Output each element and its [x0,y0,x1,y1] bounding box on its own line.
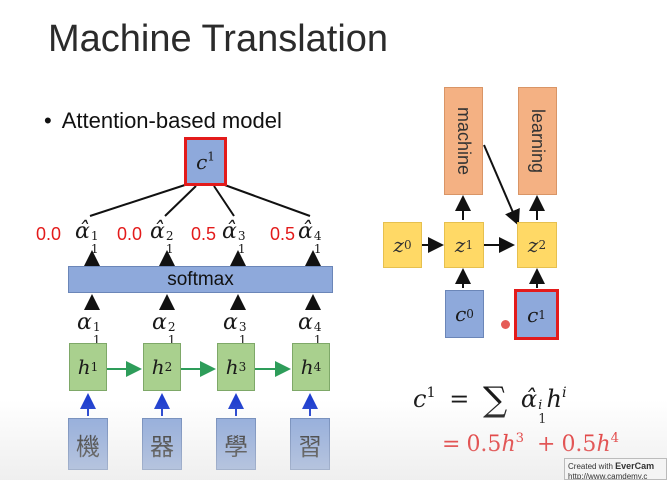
eq-c-sup: 1 [426,384,436,401]
eq-coef1: 0.5 [466,432,502,457]
eq-pow2: 4 [610,430,619,446]
input-char-3: 學 [216,418,256,470]
ahat-weight-2: 0.0 [117,224,143,244]
context-c1-top: c1 [184,137,227,186]
eq-coef2: 0.5 [561,432,597,457]
input-char-1: 機 [68,418,108,470]
c1-top-label: c1 [196,149,215,174]
attn-line-1 [89,183,189,217]
watermark-url: http://www.camdemy.c [568,472,648,480]
eq-alpha-sup: i [538,397,543,413]
watermark-brand: EverCam [615,461,655,471]
alpha-3-sup: 3 [238,319,247,334]
evercam-watermark: Created with EverCam http://www.camdemy.… [564,458,667,480]
bullet-dot-icon: • [44,108,52,133]
alpha-hat-4-sup: 4 [313,228,322,243]
alpha-hat-2-sup: 2 [165,228,174,243]
alpha-hat-1-sup: 1 [90,228,99,243]
bullet-text: Attention-based model [61,108,282,133]
slide-title: Machine Translation [48,18,389,60]
input-char-4: 習 [290,418,330,470]
alpha-hat-3-sup: 3 [237,228,246,243]
eq-pow1: 3 [515,430,524,446]
eq-alpha-sub: 1 [538,411,547,427]
equation-result: =0.5h3 +0.5h4 [442,430,619,457]
input-char-2: 器 [142,418,182,470]
output-learning: learning [518,87,557,195]
sum-icon: ∑ [483,380,508,420]
eq-h-sup: i [562,384,567,401]
ahat-weight-4: 0.5 [270,224,296,244]
attn-line-3 [213,185,235,217]
watermark-prefix: Created with [568,462,616,471]
arrow-machine-z2 [483,144,520,226]
attn-line-4 [221,183,311,217]
ahat-weight-1: 0.0 [36,224,62,244]
bullet-item: • Attention-based model [44,108,282,134]
input-char-1-text: 機 [76,432,100,461]
input-char-2-text: 器 [150,432,174,461]
alpha-1-sup: 1 [92,319,101,334]
alpha-4-sup: 4 [313,319,322,334]
softmax-layer: softmax [68,266,333,293]
output-machine-text: machine [454,106,474,176]
c1-top-sup: 1 [207,149,215,164]
pointer-dot-icon [501,320,510,329]
alpha-2-sup: 2 [167,319,176,334]
input-char-4-text: 習 [298,432,322,461]
output-learning-text: learning [528,108,548,174]
ahat-weight-3: 0.5 [191,224,217,244]
attn-line-2 [164,185,197,217]
output-machine: machine [444,87,483,195]
input-char-3-text: 學 [224,432,248,461]
